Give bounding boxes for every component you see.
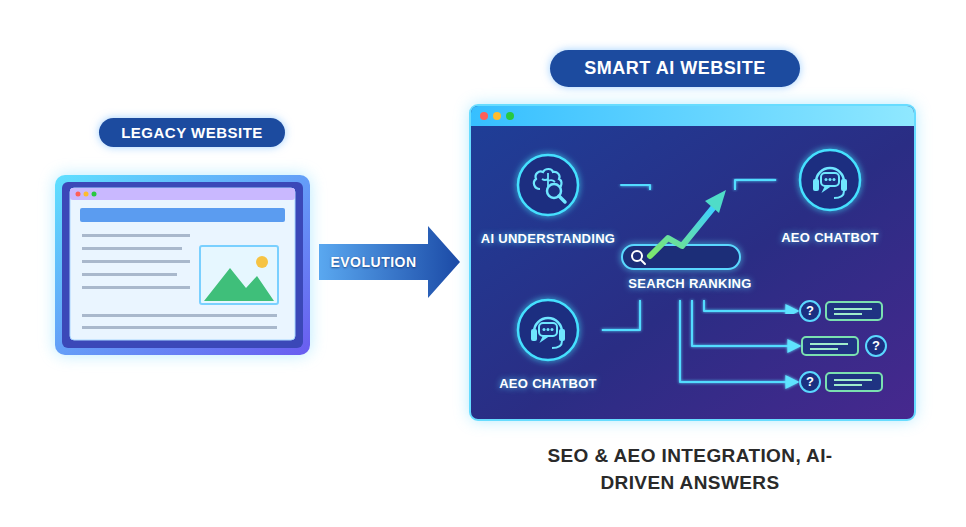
legacy-window bbox=[70, 188, 295, 340]
legacy-window bbox=[62, 182, 303, 348]
node-label: AI UNDERSTANDING bbox=[481, 231, 616, 246]
node-label: SEARCH RANKING bbox=[628, 276, 751, 291]
answer-bubbles bbox=[800, 372, 820, 392]
trend-arrow bbox=[650, 190, 726, 256]
caption: SEO & AEO INTEGRATION, AI-DRIVEN ANSWERS bbox=[540, 443, 840, 496]
legacy-window bbox=[84, 192, 89, 197]
legacy-window bbox=[200, 246, 278, 304]
smart-panel bbox=[506, 112, 514, 120]
connector-line bbox=[704, 300, 798, 311]
legacy-window bbox=[82, 234, 190, 237]
smart-panel bbox=[480, 112, 488, 120]
trend-arrow bbox=[705, 190, 726, 213]
connector-line bbox=[692, 300, 800, 346]
legacy-window bbox=[92, 192, 97, 197]
edge-label: EVOLUTION bbox=[330, 254, 416, 270]
smart-panel bbox=[470, 105, 915, 420]
answer-bubbles bbox=[810, 348, 838, 350]
answer-bubbles bbox=[866, 336, 886, 356]
connector-line bbox=[620, 185, 650, 190]
answer-bubbles bbox=[834, 384, 862, 386]
legacy-window bbox=[80, 208, 285, 222]
legacy-window bbox=[55, 175, 310, 355]
answer-bubbles bbox=[826, 373, 882, 391]
evolution-arrow bbox=[319, 226, 460, 298]
legacy-window bbox=[82, 314, 277, 317]
website-panel: LEGACY WEBSITE bbox=[50, 115, 315, 360]
chatbot-icon bbox=[518, 300, 578, 360]
search-bar bbox=[641, 260, 645, 264]
answer-bubbles bbox=[826, 302, 882, 320]
legacy-window bbox=[82, 326, 277, 329]
caption-box: SEO & AEO INTEGRATION, AI-DRIVEN ANSWERS bbox=[540, 443, 840, 496]
legacy-window bbox=[55, 175, 310, 355]
chatbot-icon bbox=[518, 300, 578, 360]
legacy-window bbox=[55, 175, 310, 355]
legacy-window bbox=[82, 273, 177, 276]
website-panel: SMART AI WEBSITE AI UNDERSTANDING AEO CHAT… bbox=[470, 48, 915, 420]
label-anchor: EVOLUTION bbox=[330, 254, 416, 270]
icon-node: AEO CHATBOT bbox=[494, 297, 602, 391]
heading-pill: SMART AI WEBSITE bbox=[550, 50, 799, 87]
answer-node: ? bbox=[798, 370, 886, 394]
trend-arrow bbox=[650, 208, 713, 256]
connector-line bbox=[735, 180, 776, 190]
legacy-window bbox=[70, 188, 295, 200]
node-label: AEO CHATBOT bbox=[499, 376, 597, 391]
smart-panel bbox=[471, 116, 914, 126]
answer-bubbles bbox=[834, 379, 872, 381]
legacy-window bbox=[76, 192, 81, 197]
ai-icon bbox=[534, 169, 565, 202]
answer-bubbles bbox=[800, 301, 820, 321]
smart-panel bbox=[471, 106, 914, 126]
icon-node: AEO CHATBOT bbox=[776, 147, 884, 245]
icon-node: AI UNDERSTANDING bbox=[476, 152, 621, 246]
smart-panel bbox=[493, 112, 501, 120]
answer-node: ? bbox=[798, 299, 886, 323]
smart-panel bbox=[470, 105, 915, 420]
legacy-window bbox=[82, 286, 190, 289]
legacy-window bbox=[256, 256, 268, 268]
answer-node: ? bbox=[800, 334, 888, 358]
ai-icon bbox=[518, 155, 578, 215]
smart-panel bbox=[470, 105, 915, 420]
ai-icon bbox=[518, 155, 578, 215]
question-mark: ? bbox=[866, 336, 886, 356]
search-node: SEARCH RANKING bbox=[620, 190, 760, 300]
answer-bubbles bbox=[834, 308, 872, 310]
chatbot-icon bbox=[800, 150, 860, 210]
connector-line bbox=[680, 300, 798, 382]
heading-pill: LEGACY WEBSITE bbox=[99, 118, 285, 147]
node-label: AEO CHATBOT bbox=[781, 230, 879, 245]
chatbot-icon bbox=[531, 318, 565, 348]
question-mark: ? bbox=[800, 301, 820, 321]
chatbot-icon bbox=[800, 150, 860, 210]
answer-bubbles bbox=[800, 301, 886, 392]
legacy-window bbox=[82, 260, 190, 263]
connector-line bbox=[602, 300, 640, 330]
answer-bubbles bbox=[834, 313, 862, 315]
question-mark: ? bbox=[800, 372, 820, 392]
legacy-window bbox=[82, 247, 182, 250]
answer-bubbles bbox=[802, 337, 858, 355]
answer-bubbles bbox=[810, 343, 848, 345]
chatbot-icon bbox=[813, 168, 847, 198]
legacy-window bbox=[204, 268, 274, 301]
